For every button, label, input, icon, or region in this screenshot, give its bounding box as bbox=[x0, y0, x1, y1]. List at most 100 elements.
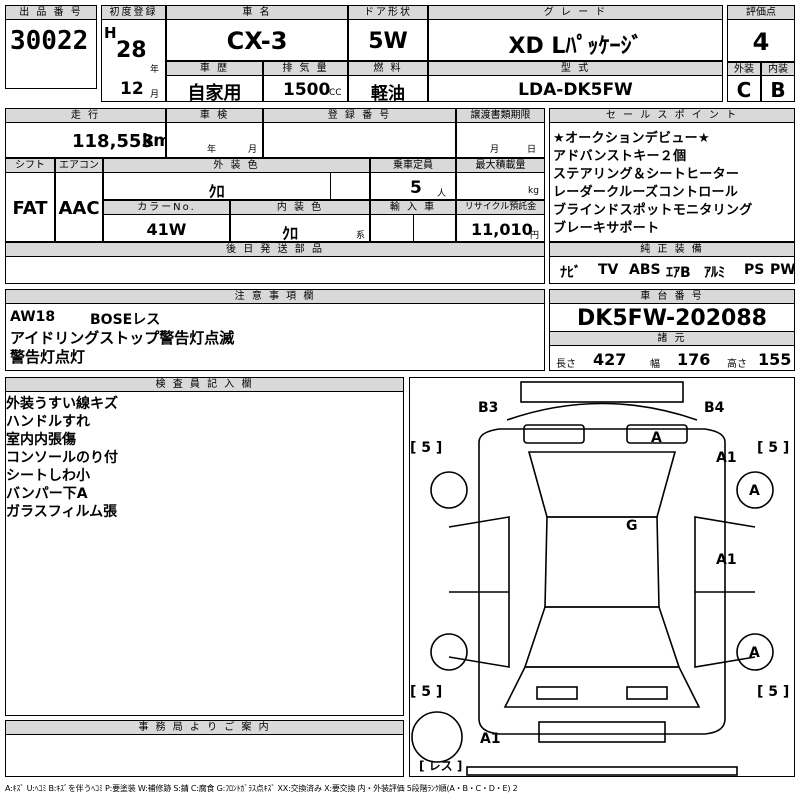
tire-fl-bracket: [ 5 ] bbox=[410, 684, 443, 700]
inspector-note: ハンドルすれ bbox=[6, 414, 90, 430]
later-parts-label: 後 日 発 送 部 品 bbox=[5, 242, 545, 257]
sales-point: レーダークルーズコントロール bbox=[553, 185, 739, 200]
mark-b4: B4 bbox=[704, 400, 725, 416]
length-value: 427 bbox=[593, 350, 627, 369]
import-divider bbox=[413, 215, 414, 242]
equipment-item: ｱﾙﾐ bbox=[704, 265, 725, 281]
equipment-item: ABS bbox=[629, 262, 661, 278]
interior-label: 内装 bbox=[761, 62, 795, 76]
inspector-note: 室内内張傷 bbox=[6, 432, 76, 448]
hood bbox=[503, 666, 701, 708]
seats-unit: 人 bbox=[437, 189, 447, 199]
inspector-note: コンソールのり付 bbox=[6, 450, 118, 466]
bottom-strip bbox=[466, 766, 738, 776]
color-divider bbox=[330, 173, 331, 200]
headlight-left bbox=[536, 686, 578, 700]
displacement: 1500 bbox=[283, 80, 331, 100]
fuel-label: 燃 料 bbox=[348, 61, 428, 76]
legend: A:ｷｽﾞ U:ﾍｺﾐ B:ｷｽﾞを伴うﾍｺﾐ P:要塗装 W:補修跡 S:錆 … bbox=[5, 784, 518, 793]
spare-bracket: [ レス ] bbox=[419, 759, 463, 773]
plate-label: 登 録 番 号 bbox=[263, 108, 456, 123]
equipment-label: 純 正 装 備 bbox=[549, 242, 795, 257]
interior-grade: B bbox=[770, 78, 786, 102]
month-unit: 月 bbox=[150, 90, 160, 100]
mark-a1-side: A1 bbox=[716, 552, 737, 568]
lot-label: 出 品 番 号 bbox=[5, 5, 97, 20]
equipment-item: PW bbox=[770, 262, 796, 278]
inspector-note: シートしわ小 bbox=[6, 468, 90, 484]
notes-label: 注 意 事 項 欄 bbox=[5, 289, 545, 304]
history: 自家用 bbox=[187, 83, 242, 104]
equipment-item: TV bbox=[598, 262, 619, 278]
sales-points-label: セ ー ル ス ポ イ ン ト bbox=[549, 108, 795, 123]
transfer-label: 譲渡書類期限 bbox=[456, 108, 545, 123]
mark-a-wheel-front: A bbox=[749, 483, 760, 499]
mark-a-roof: A bbox=[651, 430, 662, 446]
inspector-label: 検 査 員 記 入 欄 bbox=[5, 377, 404, 392]
mark-a-wheel-rear: A bbox=[749, 645, 760, 661]
door-label: ドア形状 bbox=[348, 5, 428, 20]
tire-rl-bracket: [ 5 ] bbox=[757, 440, 790, 456]
inspector-note: ガラスフィルム張 bbox=[6, 504, 118, 520]
note-line: 警告灯点灯 bbox=[10, 348, 86, 366]
wheel-rear-left bbox=[430, 471, 468, 509]
color-label: 外 装 色 bbox=[103, 158, 370, 173]
sales-point: アドバンストキー２個 bbox=[553, 149, 687, 164]
mark-b3: B3 bbox=[478, 400, 499, 416]
spare-tire bbox=[411, 711, 463, 763]
score: 4 bbox=[752, 28, 770, 56]
mileage-unit: km bbox=[142, 131, 172, 151]
recycle-label: リサイクル預託金 bbox=[456, 200, 545, 215]
chassis-label: 車 台 番 号 bbox=[549, 289, 795, 304]
int-color-unit: 系 bbox=[356, 231, 366, 241]
chassis-number: DK5FW-202088 bbox=[577, 306, 767, 331]
width-label: 幅 bbox=[650, 359, 660, 370]
grade-label: グ レ ー ド bbox=[428, 5, 723, 20]
door-type: 5W bbox=[368, 29, 408, 54]
wheel-rear-right bbox=[736, 471, 774, 509]
color: ｸﾛ bbox=[208, 182, 225, 201]
color-no: 41W bbox=[146, 220, 187, 239]
inspection-year-unit: 年 bbox=[207, 145, 217, 155]
roof-line bbox=[506, 402, 698, 421]
mark-a1-bottom: A1 bbox=[480, 731, 501, 747]
damage-diagram-box bbox=[409, 377, 795, 777]
length-label: 長さ bbox=[556, 359, 576, 370]
wheel-front-right bbox=[736, 633, 774, 671]
grade: XD Lﾊﾟｯｹｰｼﾞ bbox=[508, 34, 643, 59]
windshield bbox=[523, 606, 681, 668]
note-item: BOSEレス bbox=[90, 312, 161, 328]
equipment-item: ﾅﾋﾞ bbox=[560, 265, 581, 281]
seats: 5 bbox=[410, 178, 422, 198]
lot-number: 30022 bbox=[10, 26, 89, 56]
car-diagram bbox=[411, 381, 774, 776]
tire-rr-bracket: [ 5 ] bbox=[410, 440, 443, 456]
rear-lamp-right bbox=[626, 424, 688, 444]
transfer-month-unit: 月 bbox=[490, 145, 500, 155]
model-code: LDA-DK5FW bbox=[518, 80, 633, 100]
score-label: 評価点 bbox=[727, 5, 795, 20]
int-color-label: 内 装 色 bbox=[230, 200, 370, 215]
equipment-item: PS bbox=[744, 262, 765, 278]
mileage-label: 走 行 bbox=[5, 108, 166, 123]
load-label: 最大積載量 bbox=[456, 158, 545, 173]
int-color: ｸﾛ bbox=[281, 224, 298, 243]
inspection-month-unit: 月 bbox=[248, 145, 258, 155]
height-label: 高さ bbox=[727, 359, 747, 370]
first-reg-label: 初度登録 bbox=[101, 5, 166, 20]
transfer-day-unit: 日 bbox=[527, 145, 537, 155]
reg-month: 12 bbox=[120, 79, 144, 99]
displacement-label: 排 気 量 bbox=[263, 61, 348, 76]
inspector-note: バンパー下A bbox=[6, 486, 88, 502]
first-reg-box bbox=[101, 5, 166, 102]
exterior-grade: C bbox=[736, 78, 752, 102]
body-outline bbox=[478, 428, 726, 735]
history-label: 車 歴 bbox=[166, 61, 263, 76]
sales-point: ブラインドスポットモニタリング bbox=[553, 203, 753, 218]
rear-glass bbox=[527, 451, 677, 518]
headlight-right bbox=[626, 686, 668, 700]
equipment-item: ｴｱB bbox=[666, 265, 691, 281]
note-line: アイドリングストップ警告灯点滅 bbox=[10, 329, 235, 347]
recycle-unit: 円 bbox=[530, 231, 540, 241]
year-unit: 年 bbox=[150, 65, 160, 75]
